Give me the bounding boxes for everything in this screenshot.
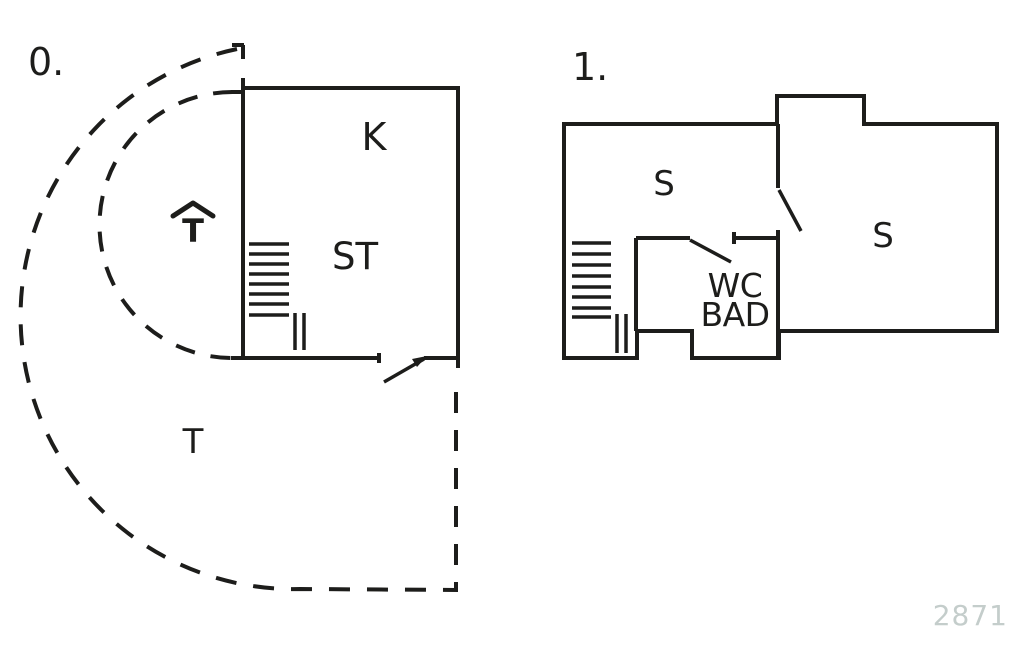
- floor1-plan: [562, 94, 999, 360]
- floor0-stairs-rail-marks: [293, 313, 306, 350]
- floor0-label: 0.: [28, 40, 65, 84]
- terrace-boundary-corner-dash: [232, 43, 245, 59]
- room-label-bedroom-right: S: [872, 216, 894, 256]
- floor0-plan: [18, 43, 460, 593]
- plan-number-watermark: 2871: [932, 599, 1008, 632]
- floor0-stairs-hatch-icon: [249, 242, 289, 317]
- room-label-living: ST: [331, 235, 379, 278]
- room-label-kitchen: K: [361, 115, 387, 159]
- room-label-terrace: T: [182, 422, 204, 462]
- terrace-inner-dashed-boundary: [97, 89, 234, 360]
- floor1-stairs-hatch-icon: [572, 241, 611, 319]
- room-label-bad: BAD: [700, 295, 770, 334]
- floor1-interior-walls: [634, 124, 780, 358]
- room-label-wc: WC: [707, 266, 763, 305]
- floor1-label: 1.: [572, 45, 609, 89]
- terrace-outer-dashed-boundary: [18, 47, 458, 593]
- room-label-bedroom-left: S: [653, 164, 675, 204]
- floor1-stairs-rail-marks: [615, 314, 628, 353]
- entrance-direction-letter: T: [182, 212, 204, 250]
- floor1-door-swing-icons: [689, 189, 803, 264]
- floor0-walls: [231, 78, 460, 368]
- floor1-outline: [562, 94, 999, 360]
- floor0-door-hinge-arrow-icon: [412, 356, 427, 367]
- chevron-up-entrance-icon: [170, 200, 216, 219]
